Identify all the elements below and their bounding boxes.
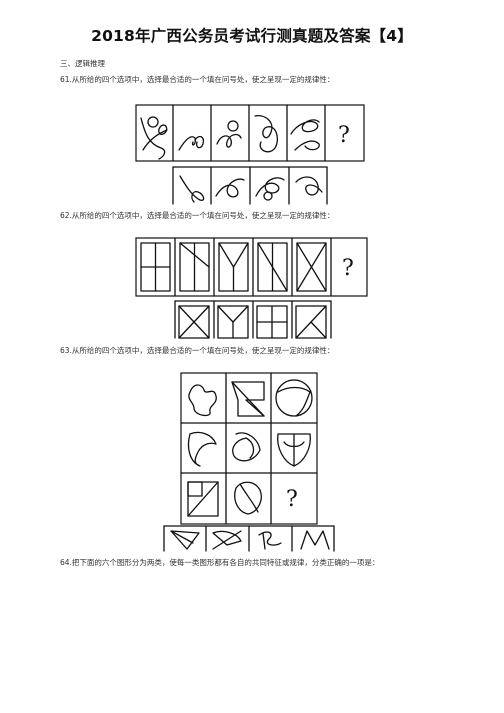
question-61-text: 61.从所给的四个选项中，选择最合适的一个填在问号处，使之呈现一定的规律性： [60,75,335,84]
question-64-text: 64.把下面的六个图形分为两类，使每一类图形都有各自的共同特征或规律，分类正确的… [60,558,380,567]
question-61-figure: ? [135,104,365,162]
question-63-options [163,525,335,552]
question-62-options [174,300,332,339]
question-62-text: 62.从所给的四个选项中，选择最合适的一个填在问号处，使之呈现一定的规律性： [60,211,335,220]
question-63-figure: ? [180,372,318,525]
question-mark: ? [286,487,298,512]
page-title: 2018年广西公务员考试行测真题及答案【4】 [91,27,413,45]
section-heading: 三、逻辑推理 [60,59,105,68]
question-mark: ? [338,123,350,148]
question-61-options [172,166,328,205]
question-mark: ? [342,256,354,281]
question-62-figure: ? [135,237,368,297]
question-63-text: 63.从所给的四个选项中，选择最合适的一个填在问号处，使之呈现一定的规律性： [60,346,335,355]
